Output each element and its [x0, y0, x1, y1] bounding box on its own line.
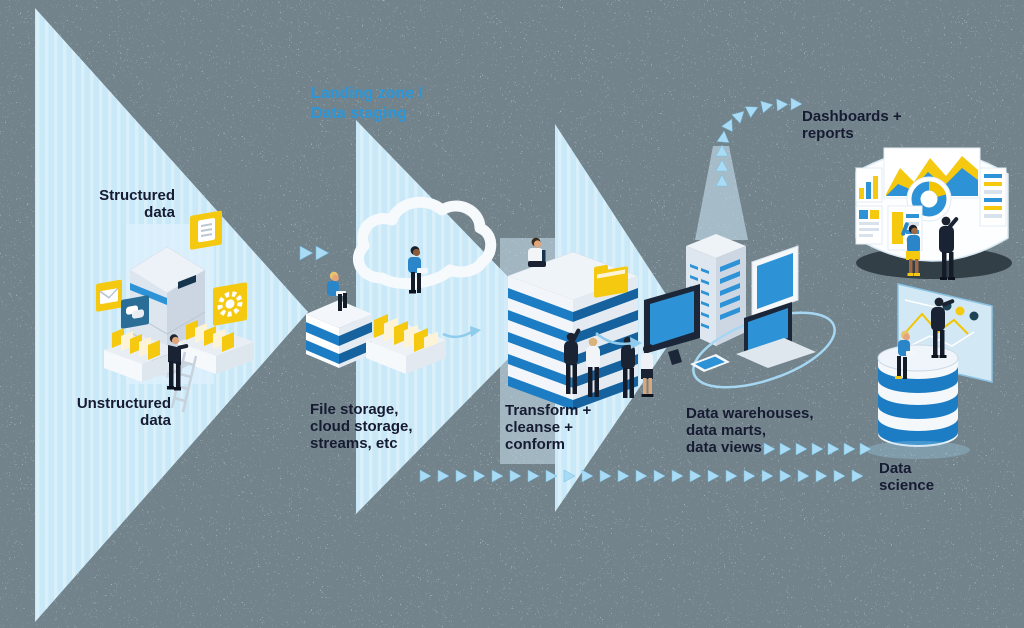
person-archivist	[167, 334, 189, 391]
ladder	[170, 351, 198, 413]
storage-box	[306, 300, 372, 368]
laptop	[736, 302, 816, 368]
arrow-swoosh-warehouse	[595, 332, 642, 349]
illustration-sources	[96, 210, 254, 413]
person-on-stack	[528, 237, 546, 267]
caption-data-science: Data science	[879, 460, 935, 494]
person-pair-warehouse	[621, 336, 654, 398]
chat-bubble-icon	[121, 295, 149, 329]
person-pair-transform	[564, 328, 600, 397]
folder-icon	[594, 264, 628, 298]
illustration-datascience	[866, 283, 993, 459]
caption-file-storage: File storage, cloud storage, streams, et…	[310, 401, 413, 452]
database-cylinder	[866, 344, 970, 459]
title-landing-zone: Landing zone / Data staging	[311, 85, 423, 122]
cloud-icon	[353, 196, 497, 289]
person-pair-datascience	[895, 297, 955, 379]
arrow-swoosh-landing	[442, 326, 481, 339]
person-pair-dashboards	[901, 216, 959, 280]
illustration-dashboards	[855, 147, 1012, 280]
label-structured-data: Structured data	[99, 187, 175, 221]
file-drawer-right	[178, 320, 254, 374]
phone	[690, 354, 730, 372]
document-icon	[190, 210, 222, 250]
label-unstructured-data: Unstructured data	[76, 395, 171, 429]
caption-dashboards-reports: Dashboards + reports	[802, 108, 902, 142]
gear-icon	[213, 282, 247, 326]
illustration-landing	[306, 196, 497, 374]
caption-transform: Transform + cleanse + conform	[505, 402, 592, 453]
illustration-transform	[507, 237, 639, 410]
tablet	[751, 245, 799, 317]
caption-data-warehouses: Data warehouses, data marts, data views	[686, 405, 814, 456]
tower-beam	[695, 146, 748, 240]
file-drawer-left	[104, 328, 180, 382]
funnel-triangle-2	[356, 120, 548, 514]
monitor	[644, 284, 700, 365]
illustration-warehouse	[621, 146, 836, 398]
folder-tray	[366, 314, 446, 374]
person-cloud-analyst	[408, 246, 428, 294]
person-on-storage	[327, 271, 347, 311]
envelope-icon	[96, 279, 122, 312]
